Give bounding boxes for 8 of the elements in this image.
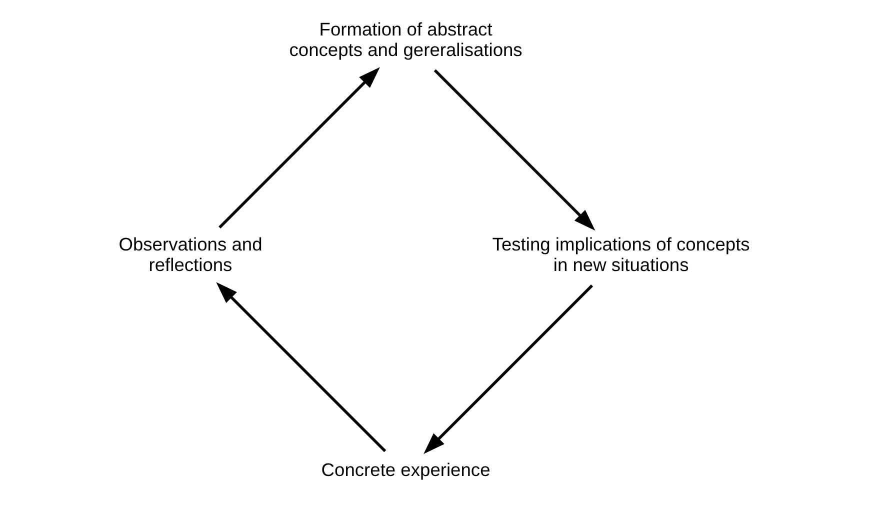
- arrow: [216, 282, 386, 452]
- node-text: Formation of abstract concepts and gereralisations: [289, 18, 522, 60]
- arrow: [424, 284, 594, 454]
- node-text: Observations and reflections: [118, 234, 262, 276]
- arrow: [434, 69, 596, 231]
- node-text: Concrete experience: [321, 459, 490, 480]
- arrow: [218, 67, 380, 228]
- node-text: Testing implications of concepts in new situations: [492, 234, 750, 276]
